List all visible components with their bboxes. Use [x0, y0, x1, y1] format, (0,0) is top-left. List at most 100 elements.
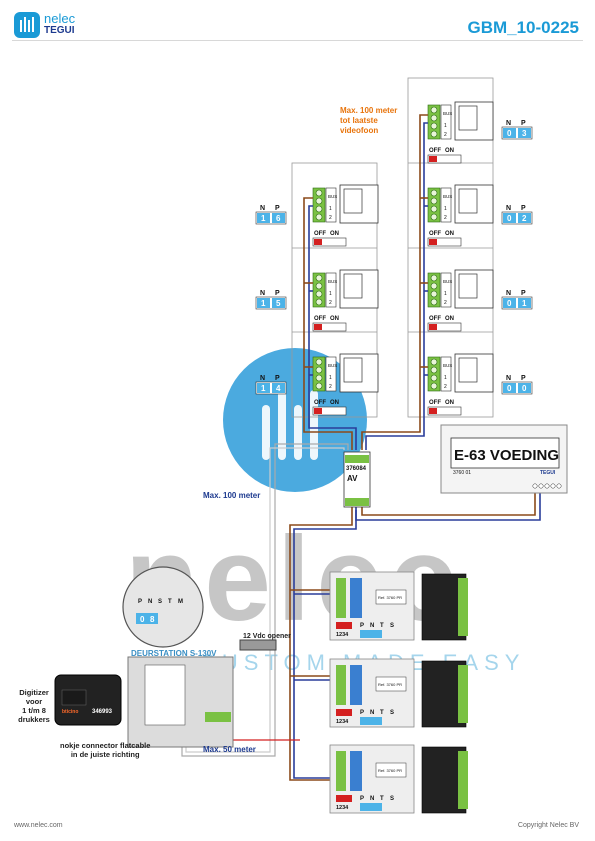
address-digit-box [518, 383, 531, 393]
terminal-labels [325, 272, 337, 308]
screw-terminal [315, 290, 323, 298]
extension-ref-box [375, 589, 407, 605]
keypad-col-label: M [178, 599, 183, 605]
screw-terminal [430, 290, 438, 298]
extension-col-label: N [370, 623, 374, 629]
address-label-p: P [521, 290, 526, 297]
switch-label-on: ON [330, 316, 339, 322]
terminal-label-bus: BUS [328, 363, 337, 368]
address-label-n: N [260, 205, 265, 212]
extension-col-label: T [380, 796, 384, 802]
station-terminals [205, 712, 231, 722]
terminal-block [312, 187, 326, 223]
monitor-screen [458, 357, 478, 383]
dip-switch [312, 406, 347, 416]
address-digit: 3 [522, 129, 527, 138]
monitor-screen [458, 273, 478, 299]
terminal-block [427, 187, 441, 223]
dip-switch-knob [429, 239, 437, 245]
extension-ref-box [375, 676, 407, 692]
distributor-ref: 376084 [346, 466, 367, 472]
distributor-name: AV [347, 474, 358, 483]
module-connector [61, 689, 87, 706]
extension-dip [336, 795, 352, 802]
terminal-block [427, 272, 441, 308]
terminal-label-bus: BUS [328, 194, 337, 199]
address-digit: 1 [261, 299, 266, 308]
terminal-label-1: 1 [329, 206, 332, 212]
dip-switch-knob [314, 324, 322, 330]
terminal-label-bus: BUS [443, 363, 452, 368]
terminal-block [312, 272, 326, 308]
address-label-n: N [506, 375, 511, 382]
address-digit-box [272, 213, 285, 223]
psu-ref: 3760 01 [453, 470, 471, 476]
extension-numbers: 1234 [336, 719, 349, 725]
switch-label-on: ON [445, 231, 454, 237]
address-label-p: P [275, 290, 280, 297]
bus-wire-blue [308, 205, 357, 450]
address-label-n: N [506, 290, 511, 297]
digitizer-terminals [458, 665, 468, 723]
screw-terminal [430, 106, 438, 114]
address-digit: 0 [507, 384, 512, 393]
logo-sub: TEGUI [44, 25, 75, 36]
module-ref: 346993 [92, 709, 113, 715]
switch-label-on: ON [330, 400, 339, 406]
extension-col-label: P [360, 796, 364, 802]
switch-label-on: ON [445, 316, 454, 322]
terminal-label-2: 2 [444, 300, 447, 306]
terminal-labels [440, 187, 452, 223]
screw-terminal [430, 358, 438, 366]
monitor-screen [343, 188, 363, 214]
dip-switch [427, 154, 462, 164]
extension-terminal-labels [350, 578, 362, 618]
screw-terminal [430, 366, 438, 374]
keypad-address-box [136, 613, 158, 624]
terminal-label-2: 2 [329, 300, 332, 306]
terminal-label-bus: BUS [443, 111, 452, 116]
address-digit-box [503, 128, 516, 138]
terminal-label-1: 1 [444, 206, 447, 212]
address-digit: 4 [276, 384, 281, 393]
address-digit-box [257, 298, 270, 308]
extension-col-label: N [370, 796, 374, 802]
terminal-labels [440, 272, 452, 308]
address-label-p: P [275, 375, 280, 382]
extension-terminal-labels [350, 751, 362, 791]
extension-terminals [336, 578, 346, 618]
keypad-digit: 8 [150, 615, 155, 624]
address-label-n: N [506, 205, 511, 212]
screw-terminal [430, 122, 438, 130]
address-digit: 2 [522, 214, 527, 223]
address-digit: 0 [522, 384, 527, 393]
screw-terminal [315, 358, 323, 366]
logo-icon [14, 12, 40, 38]
screw-terminal [430, 282, 438, 290]
psu-title: E-63 VOEDING [454, 447, 559, 464]
terminal-label-1: 1 [329, 291, 332, 297]
screw-terminal [430, 274, 438, 282]
address-label-p: P [521, 375, 526, 382]
footer-website: www.nelec.com [14, 822, 63, 829]
keypad-col-label: S [158, 599, 162, 605]
address-label-p: P [521, 120, 526, 127]
screw-terminal [430, 197, 438, 205]
screw-terminal [315, 205, 323, 213]
extension-col-label: S [390, 796, 394, 802]
terminal-label-1: 1 [329, 375, 332, 381]
terminal-label-bus: BUS [443, 194, 452, 199]
extension-address [360, 717, 382, 725]
